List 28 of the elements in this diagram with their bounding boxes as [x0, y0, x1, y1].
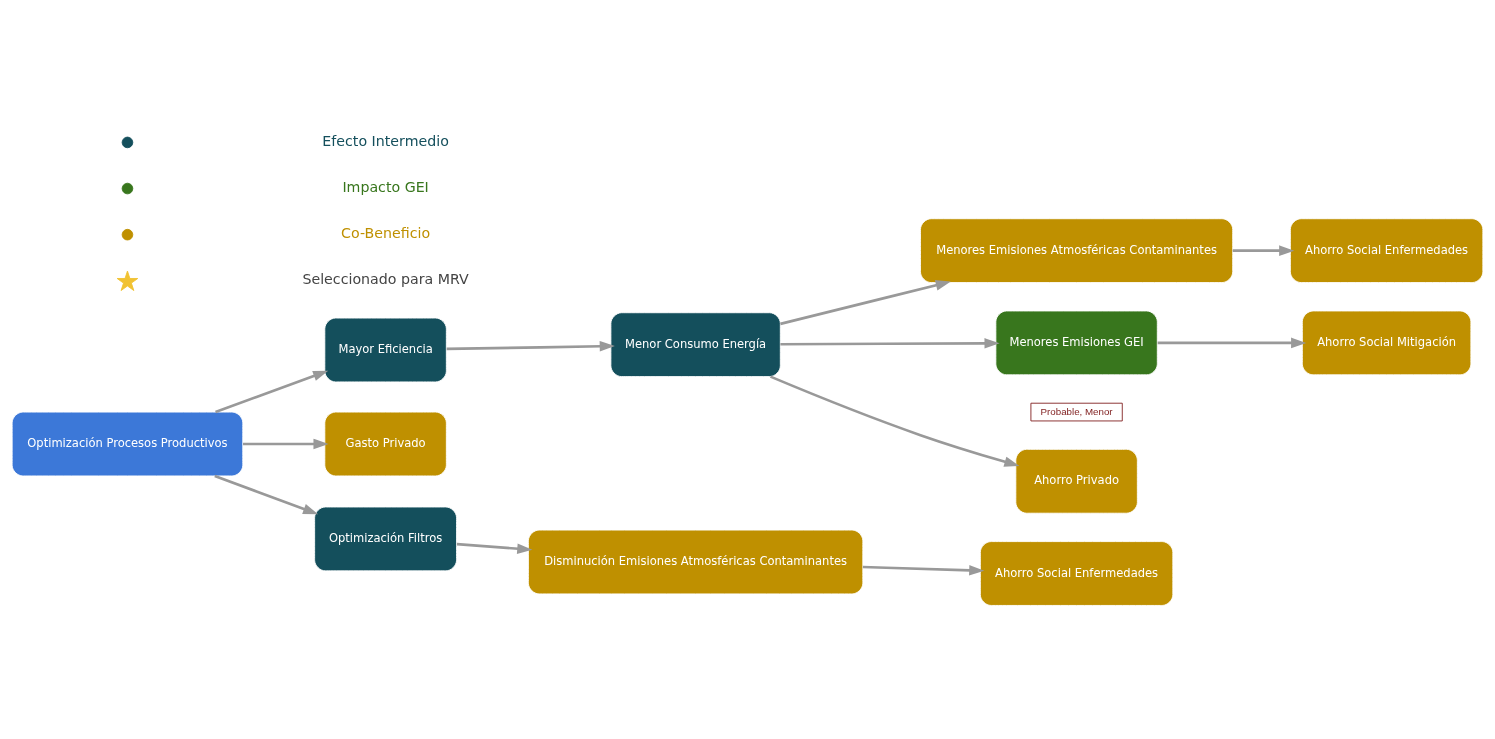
arrow [214, 474, 319, 515]
legend-label: Co-Beneficio [341, 225, 431, 242]
node-box: Menor Consumo Energía [610, 312, 781, 378]
node-box: Mayor Eficiencia [324, 317, 447, 383]
arrow [862, 565, 985, 576]
arrow [769, 375, 1020, 467]
node-box: Optimización Filtros [314, 506, 457, 572]
arrow [780, 338, 1000, 349]
arrow [243, 438, 329, 450]
arrow [780, 280, 951, 326]
arrow [1232, 245, 1295, 256]
arrow [215, 370, 329, 414]
node-box: Ahorro Privado [1015, 448, 1138, 514]
node-box: Ahorro Social Enfermedades [979, 541, 1174, 606]
legend-label: Impacto GEI [342, 178, 429, 195]
node-box: Disminución Emisiones Atmosféricas Contaminantes [527, 529, 864, 595]
node-box: Gasto Privado [324, 411, 447, 477]
arrow [446, 341, 615, 352]
node-label: Probable, Menor [1040, 405, 1113, 417]
legend-label: Seleccionado para MRV [302, 271, 469, 288]
legend-label: Efecto Intermedio [322, 132, 449, 149]
node-box: Optimización Procesos Productivos [11, 411, 244, 477]
node-box: Menores Emisiones GEI [995, 310, 1158, 376]
arrow [456, 542, 533, 554]
arrow [1157, 337, 1307, 349]
node-box: Ahorro Social Mitigación [1301, 310, 1472, 376]
node-box: Menores Emisiones Atmosféricas Contaminantes [920, 218, 1234, 283]
node-box: Ahorro Social Enfermedades [1289, 218, 1484, 283]
